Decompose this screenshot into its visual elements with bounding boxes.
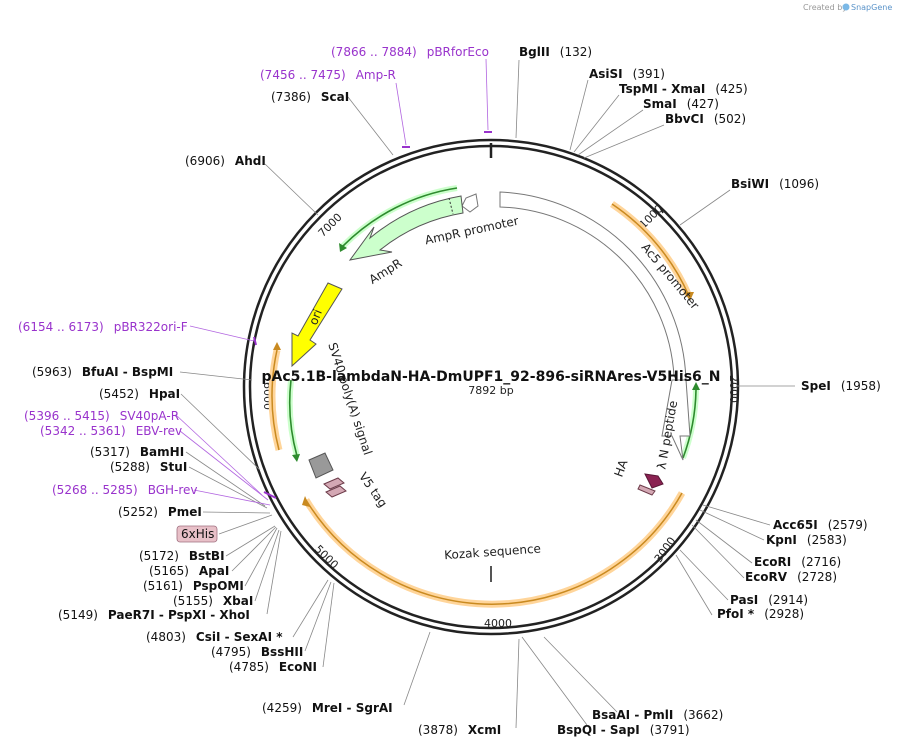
site-econi[interactable]: (4785)EcoNI <box>229 660 317 674</box>
site-bbvci[interactable]: BbvCI(502) <box>665 112 746 126</box>
site-acc65i[interactable]: Acc65I(2579) <box>773 518 868 532</box>
green-arc-1-line <box>342 187 458 247</box>
snapgene-logo-icon <box>842 3 850 11</box>
site-hpai[interactable]: (5452)HpaI <box>99 387 180 401</box>
site-bstbi[interactable]: (5172)BstBI <box>139 549 225 563</box>
site-xcmi[interactable]: (3878)XcmI <box>418 723 501 737</box>
site-leaders <box>179 59 795 729</box>
tick-3000: 3000 <box>652 535 679 565</box>
his-tag-label: 6xHis <box>181 527 214 541</box>
v5-tag-label: V5 tag <box>356 470 390 510</box>
site-bsshii[interactable]: (4795)BssHII <box>211 645 303 659</box>
site-spei[interactable]: SpeI(1958) <box>801 379 881 393</box>
orf-arrowhead-1 <box>684 292 694 301</box>
orf-arrows <box>268 201 694 608</box>
site-bsaai-pmli[interactable]: BsaAI - PmlI(3662) <box>592 708 723 722</box>
site-pasi[interactable]: PasI(2914) <box>730 593 808 607</box>
site-bspqi-sapi[interactable]: BspQI - SapI(3791) <box>557 723 690 737</box>
plasmid-size: 7892 bp <box>468 384 513 397</box>
ampr-label: AmpR <box>367 256 405 287</box>
site-ecori[interactable]: EcoRI(2716) <box>754 555 841 569</box>
site-pfoi[interactable]: PfoI *(2928) <box>717 607 804 621</box>
credit-brand: SnapGene <box>851 3 892 12</box>
ampr-promoter-arrow <box>461 193 479 213</box>
site-csii-sexai[interactable]: (4803)CsiI - SexAI * <box>146 630 283 644</box>
site-pspomi[interactable]: (5161)PspOMI <box>143 579 244 593</box>
site-bfuai-bspmi[interactable]: (5963)BfuAI - BspMI <box>32 365 173 379</box>
v5-tag-arrow-1 <box>323 477 345 490</box>
ha-tag-arrow <box>637 484 656 496</box>
ampr-dash <box>448 197 454 215</box>
site-pmei[interactable]: (5252)PmeI <box>118 505 202 519</box>
tick-mark-1000 <box>658 205 664 214</box>
primer-pbrforeco[interactable]: (7866 .. 7884)pBRforEco <box>331 45 489 59</box>
site-tspmi-xmai[interactable]: TspMI - XmaI(425) <box>619 82 748 96</box>
ha-label: HA <box>612 457 631 479</box>
sv40-label: SV40 poly(A) signal <box>325 341 375 457</box>
green-arrowhead-3 <box>692 382 700 390</box>
site-asisi[interactable]: AsiSI(391) <box>589 67 665 81</box>
tick-7000: 7000 <box>316 211 345 240</box>
kozak-label: Kozak sequence <box>444 542 542 563</box>
ampr-arrow <box>348 195 464 261</box>
credit-prefix: Created by <box>803 3 847 12</box>
ori-label: ori <box>306 307 325 327</box>
green-arrowhead-1 <box>339 243 347 252</box>
primer-amp-r[interactable]: (7456 .. 7475)Amp-R <box>260 68 396 82</box>
ac5-promoter-tail <box>661 379 691 461</box>
primer-leaders <box>175 58 492 506</box>
site-xbai[interactable]: (5155)XbaI <box>173 594 253 608</box>
ori-arrow <box>291 282 343 368</box>
site-bglii[interactable]: BglII(132) <box>519 45 592 59</box>
orf-arrowhead-2 <box>302 496 310 507</box>
site-scai[interactable]: (7386)ScaI <box>271 90 349 104</box>
primer-bgh-rev[interactable]: (5268 .. 5285)BGH-rev <box>52 483 198 497</box>
v5-tag-arrow-2 <box>325 485 347 498</box>
his-tag-box <box>176 525 218 543</box>
site-bamhi[interactable]: (5317)BamHI <box>90 445 184 459</box>
site-ahdi[interactable]: (6906)AhdI <box>185 154 266 168</box>
site-kpni[interactable]: KpnI(2583) <box>766 533 847 547</box>
restriction-site-labels: BglII(132) AsiSI(391) TspMI - XmaI(425) … <box>32 45 881 737</box>
features <box>291 191 691 582</box>
site-stui[interactable]: (5288)StuI <box>110 460 187 474</box>
primer-labels: (7866 .. 7884)pBRforEco (7456 .. 7475)Am… <box>18 45 489 497</box>
site-smai[interactable]: SmaI(427) <box>643 97 719 111</box>
site-mrei-sgrai[interactable]: (4259)MreI - SgrAI <box>262 701 393 715</box>
sv40-polya-box <box>308 452 334 479</box>
site-bsiwi[interactable]: BsiWI(1096) <box>731 177 819 191</box>
green-arrowhead-2 <box>292 454 300 462</box>
his-tag-badge[interactable]: 6xHis <box>176 514 273 543</box>
site-apai[interactable]: (5165)ApaI <box>149 564 229 578</box>
site-ecorv[interactable]: EcoRV(2728) <box>745 570 837 584</box>
site-paer7i-pspxi-xhoi[interactable]: (5149)PaeR7I - PspXI - XhoI <box>58 608 250 622</box>
tick-5000: 5000 <box>312 543 341 572</box>
green-arc-3-line <box>682 389 697 459</box>
tick-2000: 2000 <box>727 375 740 403</box>
primer-pbr322ori-f[interactable]: (6154 .. 6173)pBR322ori-F <box>18 320 188 334</box>
snapgene-credit: Created by SnapGene <box>803 3 892 12</box>
backbone-outer-ring <box>242 138 740 636</box>
primer-ebv-rev[interactable]: (5342 .. 5361)EBV-rev <box>40 424 182 438</box>
plasmid-name: pAc5.1B-lambdaN-HA-DmUPF1_92-896-siRNAre… <box>262 369 721 385</box>
primer-sv40pa-r[interactable]: (5396 .. 5415)SV40pA-R <box>24 409 179 423</box>
lambda-n-peptide-arrow <box>644 473 664 489</box>
orf-arc-3-line <box>271 349 280 451</box>
green-arc-2-line <box>288 379 298 457</box>
green-arrows <box>286 185 700 462</box>
orf-arc-2-line <box>305 492 683 605</box>
orf-arrowhead-3 <box>273 342 281 350</box>
ac5-promoter-arrow <box>499 191 687 393</box>
tick-4000: 4000 <box>484 617 512 630</box>
orf-arc-1-line <box>611 203 690 297</box>
